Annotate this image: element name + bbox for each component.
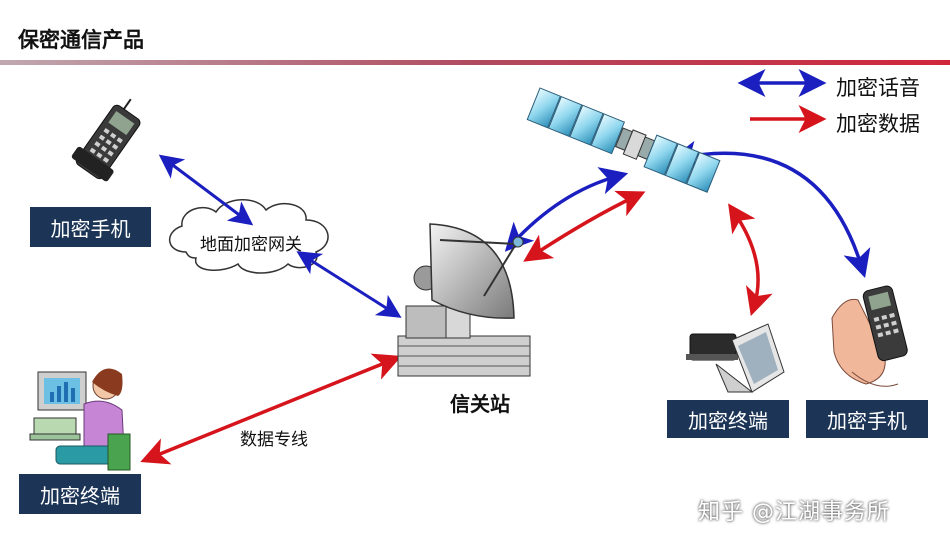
mobile-phone-right-icon	[831, 285, 908, 387]
node-label-cloud-gateway: 地面加密网关	[200, 235, 302, 255]
satellite-icon	[526, 87, 721, 193]
link-mobile-cloud	[158, 154, 254, 226]
terminal-user-left-icon	[29, 368, 131, 471]
gateway-station-icon	[397, 223, 531, 377]
node-label-mobile-right: 加密手机	[806, 400, 928, 438]
node-label-mobile-left: 加密手机	[30, 207, 151, 247]
link-label-dedicated-line: 数据专线	[240, 430, 308, 450]
page-title: 保密通信产品	[18, 28, 144, 52]
legend-voice-label: 加密话音	[836, 76, 920, 100]
node-label-terminal-left: 加密终端	[19, 474, 141, 514]
link-terminal-gateway	[140, 353, 402, 465]
mobile-phone-left-icon	[71, 98, 141, 182]
node-label-terminal-right: 加密终端	[667, 400, 789, 438]
link-cloud-gateway	[296, 251, 402, 318]
terminal-device-right-icon	[686, 323, 785, 393]
title-divider	[0, 60, 950, 65]
node-label-gateway-station: 信关站	[450, 392, 510, 416]
watermark: 知乎 @江湖事务所	[698, 500, 890, 525]
link-gateway-satellite-data	[523, 190, 646, 262]
link-satellite-terminal	[728, 203, 773, 317]
link-satellite-mobile	[669, 140, 871, 279]
legend-data-label: 加密数据	[836, 112, 920, 136]
